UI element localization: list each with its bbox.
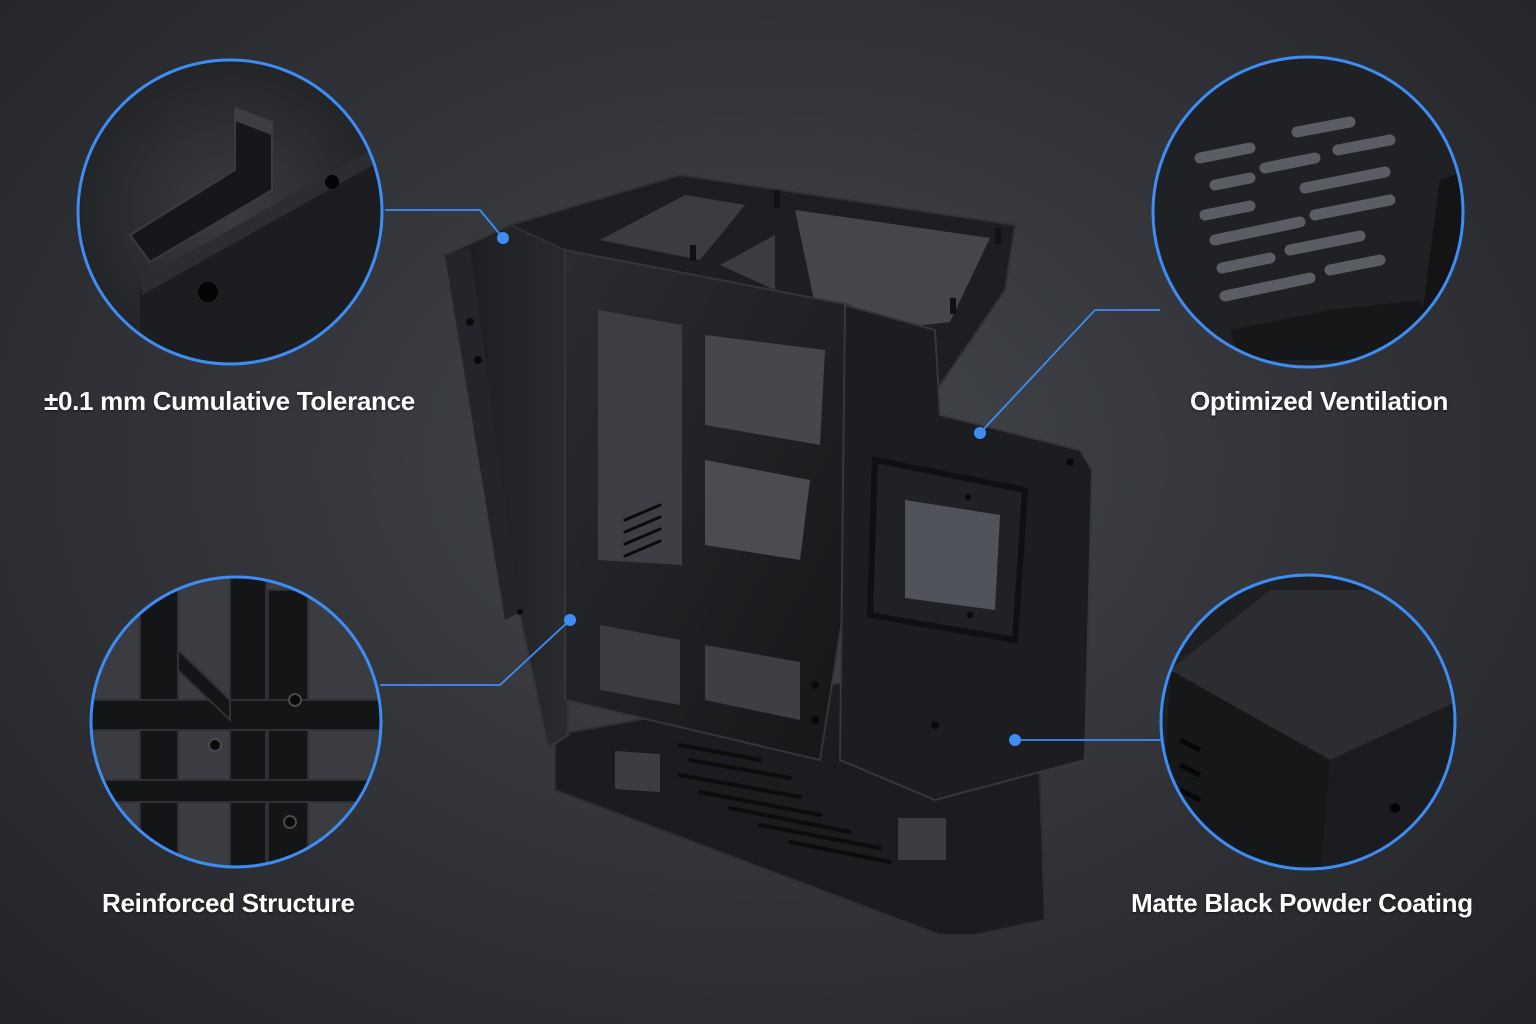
structure-zoom-circle — [89, 575, 383, 869]
callout-anchor-dots — [497, 232, 1021, 746]
coating-label: Matte Black Powder Coating — [1131, 888, 1473, 918]
chassis-frame — [443, 173, 1094, 936]
base-vent-slots — [678, 743, 892, 864]
coating-zoom-circle — [1159, 573, 1457, 871]
callout-connectors — [380, 209, 1162, 741]
coated-edge-closeup-icon — [1170, 590, 1455, 760]
vent-slots-closeup-icon — [1194, 116, 1396, 302]
tolerance-zoom-circle — [76, 58, 384, 366]
structure-label: Reinforced Structure — [102, 888, 355, 918]
frame-joint-closeup-icon — [91, 577, 381, 867]
ventilation-zoom-circle — [1151, 55, 1465, 369]
tolerance-label: ±0.1 mm Cumulative Tolerance — [44, 386, 415, 416]
ventilation-label: Optimized Ventilation — [1190, 386, 1449, 416]
